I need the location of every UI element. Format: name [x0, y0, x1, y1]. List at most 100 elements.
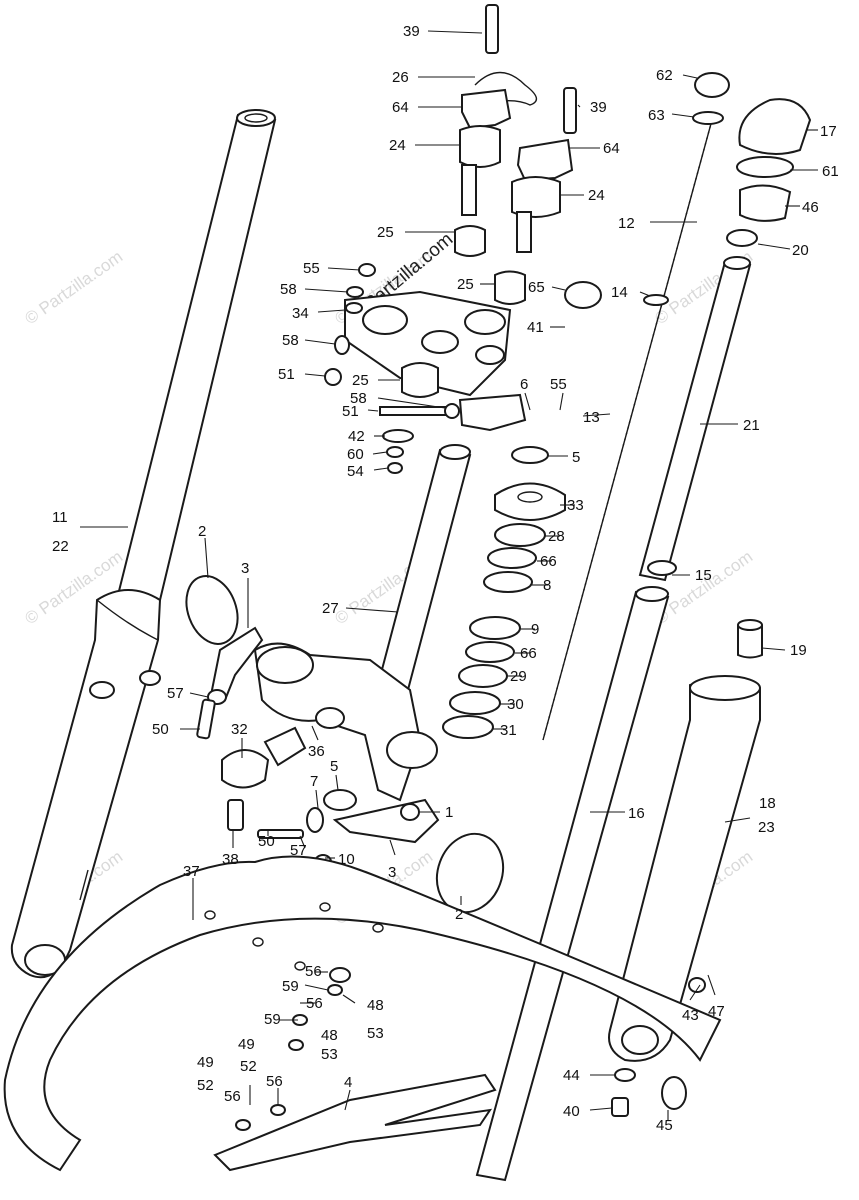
part-label: 57 [167, 685, 184, 702]
part-label: 22 [52, 538, 69, 555]
part-label: 25 [457, 276, 474, 293]
part-label: 53 [367, 1025, 384, 1042]
part-label: 30 [507, 696, 524, 713]
fork-spring [542, 72, 730, 741]
part-label: 24 [588, 187, 605, 204]
part-label: 53 [321, 1046, 338, 1063]
part-label: 3 [388, 864, 396, 881]
left-hardware [185, 575, 505, 914]
part-label: 15 [695, 567, 712, 584]
part-label: 43 [682, 1007, 699, 1024]
part-label: 2 [455, 906, 463, 923]
part-label: 57 [290, 842, 307, 859]
part-label: 32 [231, 721, 248, 738]
part-label: 42 [348, 428, 365, 445]
part-label: 66 [540, 553, 557, 570]
part-label: 8 [543, 577, 551, 594]
part-label: 47 [708, 1003, 725, 1020]
part-label: 58 [282, 332, 299, 349]
part-label: 14 [611, 284, 628, 301]
part-label: 6 [520, 376, 528, 393]
right-fork-parts [475, 98, 812, 1182]
part-label: 55 [550, 376, 567, 393]
part-label: 7 [310, 773, 318, 790]
part-label: 51 [342, 403, 359, 420]
part-label: 29 [510, 668, 527, 685]
part-label: 25 [377, 224, 394, 241]
part-label: 49 [238, 1036, 255, 1053]
part-label: 1 [445, 804, 453, 821]
part-label: 34 [292, 305, 309, 322]
bearing-stack [442, 446, 566, 739]
part-label: 37 [183, 863, 200, 880]
part-label: 48 [367, 997, 384, 1014]
part-label: 19 [790, 642, 807, 659]
steering-stem [253, 444, 472, 802]
part-label: 60 [347, 446, 364, 463]
part-label: 50 [152, 721, 169, 738]
part-label: 56 [266, 1073, 283, 1090]
part-label: 5 [330, 758, 338, 775]
part-label: 58 [350, 390, 367, 407]
part-label: 56 [224, 1088, 241, 1105]
part-label: 31 [500, 722, 517, 739]
part-label: 4 [344, 1074, 352, 1091]
part-label: 41 [527, 319, 544, 336]
upper-bridge [324, 263, 527, 474]
part-label: 65 [528, 279, 545, 296]
part-label: 24 [389, 137, 406, 154]
part-label: 26 [392, 69, 409, 86]
part-label: 54 [347, 463, 364, 480]
part-label: 62 [656, 67, 673, 84]
part-label: 48 [321, 1027, 338, 1044]
part-label: 56 [305, 963, 322, 980]
part-label: 18 [759, 795, 776, 812]
part-label: 51 [278, 366, 295, 383]
part-label: 58 [280, 281, 297, 298]
part-label: 46 [802, 199, 819, 216]
part-label: 17 [820, 123, 837, 140]
part-label: 10 [338, 851, 355, 868]
part-label: 50 [258, 833, 275, 850]
part-label: 66 [520, 645, 537, 662]
part-label: 12 [618, 215, 635, 232]
part-label: 16 [628, 805, 645, 822]
front-fender [3, 855, 722, 1172]
part-label: 21 [743, 417, 760, 434]
part-label: 2 [198, 523, 206, 540]
part-label: 11 [52, 509, 68, 526]
part-label: 59 [264, 1011, 281, 1028]
part-label: 64 [603, 140, 620, 157]
part-label: 3 [241, 560, 249, 577]
part-label: 39 [590, 99, 607, 116]
handlebar-holders [454, 4, 602, 309]
part-label: 44 [563, 1067, 580, 1084]
part-label: 49 [197, 1054, 214, 1071]
part-label: 25 [352, 372, 369, 389]
part-label: 52 [197, 1077, 214, 1094]
part-label: 23 [758, 819, 775, 836]
part-label: 59 [282, 978, 299, 995]
part-label: 38 [222, 851, 239, 868]
part-label: 5 [572, 449, 580, 466]
part-label: 27 [322, 600, 339, 617]
watermark-text: © Partzilla.com [21, 247, 126, 328]
part-label: 55 [303, 260, 320, 277]
part-label: 56 [306, 995, 323, 1012]
part-label: 9 [531, 621, 539, 638]
part-label: 39 [403, 23, 420, 40]
part-labels: 39 26 64 24 25 39 64 24 62 63 17 61 46 1… [52, 23, 839, 1134]
part-label: 20 [792, 242, 809, 259]
leader-lines [80, 30, 818, 1120]
part-label: 28 [548, 528, 565, 545]
part-label: 13 [583, 409, 600, 426]
part-label: 61 [822, 163, 839, 180]
part-label: 52 [240, 1058, 257, 1075]
part-label: 33 [567, 497, 584, 514]
part-label: 64 [392, 99, 409, 116]
part-label: 36 [308, 743, 325, 760]
part-label: 40 [563, 1103, 580, 1120]
part-label: 45 [656, 1117, 673, 1134]
